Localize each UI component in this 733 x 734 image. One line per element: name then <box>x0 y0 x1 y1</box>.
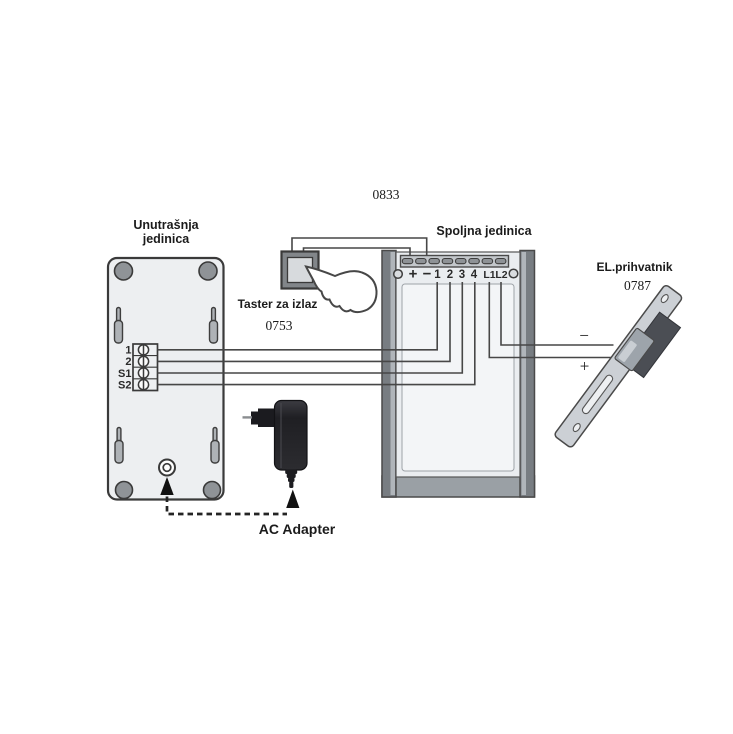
wire-3 <box>157 282 464 374</box>
wire-1 <box>157 282 439 351</box>
indoor-terminal-label-2: 2 <box>125 356 131 368</box>
strike-faceplate <box>554 284 683 448</box>
pointing-hand-icon <box>304 265 378 314</box>
strike-screw-hole-top-icon <box>660 294 669 304</box>
outdoor-terminal-label-3: 3 <box>459 269 465 281</box>
adapter-plug <box>251 408 276 427</box>
indoor-corner-hole-top-left-icon <box>113 261 134 281</box>
wire-button-inner <box>302 247 411 256</box>
outdoor-terminal-label-minus: − <box>423 266 432 283</box>
outdoor-unit-panel-inner <box>401 283 515 472</box>
exit-button <box>280 250 378 314</box>
outdoor-terminal-label-1: 1 <box>434 269 441 281</box>
outdoor-terminal-strip <box>399 254 510 268</box>
outdoor-terminal-label-L1: L1 <box>483 269 495 281</box>
indoor-terminal-screws <box>137 343 150 391</box>
outdoor-terminal-label-2: 2 <box>447 269 453 281</box>
wire-2 <box>157 282 451 363</box>
outdoor-unit-bottom-frame <box>381 475 536 498</box>
wire-4 <box>157 282 476 386</box>
outdoor-unit-title: Spoljna jedinica <box>436 224 532 238</box>
indoor-unit: 1 2 S1 S2 <box>106 256 225 501</box>
ac-adapter <box>160 399 308 516</box>
system-code: 0833 <box>373 187 400 202</box>
strike-label: EL.prihvatnik <box>596 260 672 274</box>
keyhole-slot-icon <box>210 426 220 464</box>
adapter-cable-stub <box>285 469 298 488</box>
wires <box>157 237 615 386</box>
outdoor-screw-right-icon <box>508 268 519 279</box>
strike-screw-hole-bottom-icon <box>572 422 581 433</box>
ac-adapter-label: AC Adapter <box>259 521 336 537</box>
strike-wire-minus-sign: − <box>579 326 589 345</box>
keyhole-slot-icon <box>114 426 124 464</box>
keyhole-slot-icon <box>208 306 219 344</box>
arrow-up-adapter-icon <box>286 489 300 508</box>
power-jack-inner-icon <box>162 462 172 473</box>
adapter-body <box>273 399 308 471</box>
outdoor-terminal-label-L2: L2 <box>495 269 507 281</box>
exit-button-code: 0753 <box>266 318 293 333</box>
indoor-terminal-block <box>132 343 159 392</box>
outdoor-terminal-slots <box>401 257 507 265</box>
wire-button-outer <box>291 237 428 256</box>
indoor-corner-hole-bottom-right-icon <box>202 480 222 500</box>
wire-L2-minus <box>500 282 614 346</box>
exit-button-label: Taster za izlaz <box>238 297 318 311</box>
keyhole-slot-icon <box>113 306 124 344</box>
indoor-corner-hole-bottom-left-icon <box>114 480 134 500</box>
indoor-corner-hole-top-right-icon <box>198 261 218 281</box>
indoor-unit-title-line1: Unutrašnja <box>133 218 199 232</box>
indoor-keyhole-slots <box>113 306 220 464</box>
strike-code: 0787 <box>624 278 651 293</box>
outdoor-screw-left-icon <box>392 268 404 280</box>
strike-wire-plus-sign: + <box>580 357 590 376</box>
outdoor-terminal-label-plus: + <box>409 266 418 283</box>
strike-keeper-highlight <box>618 340 637 362</box>
indoor-terminal-label-1: 1 <box>125 345 131 357</box>
wire-L1-plus <box>488 282 615 359</box>
indoor-terminal-label-S1: S1 <box>118 368 131 380</box>
electric-strike: − + <box>554 284 683 448</box>
strike-latch-slot <box>581 374 614 415</box>
indoor-terminal-label-S2: S2 <box>118 379 131 391</box>
outdoor-unit-right-bar-highlight <box>521 252 526 495</box>
power-dashed-line <box>165 496 287 516</box>
outdoor-terminal-label-4: 4 <box>471 269 478 281</box>
adapter-plug-pin <box>242 416 252 419</box>
indoor-unit-title-line2: jedinica <box>142 232 191 246</box>
arrow-up-jack-icon <box>160 477 174 495</box>
